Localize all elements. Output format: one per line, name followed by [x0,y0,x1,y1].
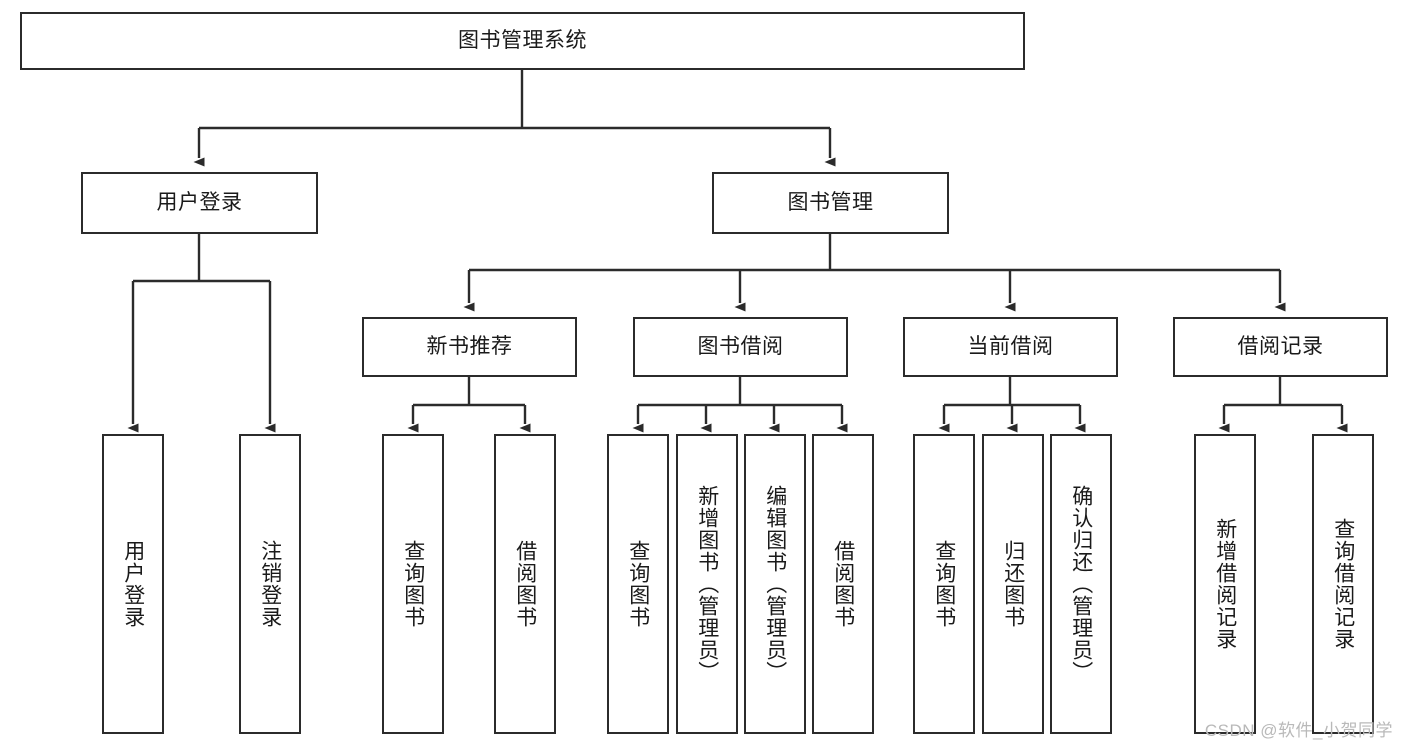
leaf-borrow-edit-book[interactable]: 编辑图书（管理员） [744,434,806,734]
leaf-borrow-query-book-label: 查询图书 [626,540,650,628]
node-book-management[interactable]: 图书管理 [712,172,949,234]
leaf-record-add-record[interactable]: 新增借阅记录 [1194,434,1256,734]
leaf-current-confirm-return[interactable]: 确认归还（管理员） [1050,434,1112,734]
node-user-login[interactable]: 用户登录 [81,172,318,234]
node-book-borrow[interactable]: 图书借阅 [633,317,848,377]
node-current-borrow-label: 当前借阅 [967,334,1054,358]
node-root[interactable]: 图书管理系统 [20,12,1025,70]
node-root-label: 图书管理系统 [458,28,587,52]
leaf-current-confirm-return-label: 确认归还（管理员） [1069,485,1093,683]
leaf-newbook-query-book-label: 查询图书 [401,540,425,628]
leaf-record-add-record-label: 新增借阅记录 [1213,518,1237,650]
node-book-management-label: 图书管理 [787,190,874,214]
leaf-newbook-borrow-book[interactable]: 借阅图书 [494,434,556,734]
leaf-newbook-query-book[interactable]: 查询图书 [382,434,444,734]
leaf-borrow-add-book[interactable]: 新增图书（管理员） [676,434,738,734]
leaf-borrow-add-book-label: 新增图书（管理员） [695,485,719,683]
leaf-borrow-borrow-book-label: 借阅图书 [831,540,855,628]
leaf-current-query-book[interactable]: 查询图书 [913,434,975,734]
leaf-current-return-book-label: 归还图书 [1001,540,1025,628]
csdn-watermark: CSDN @软件_小贺同学 [1204,721,1393,740]
node-borrow-record[interactable]: 借阅记录 [1173,317,1388,377]
node-borrow-record-label: 借阅记录 [1237,334,1324,358]
leaf-user-logout-label: 注销登录 [258,540,282,628]
leaf-current-query-book-label: 查询图书 [932,540,956,628]
node-new-book-recommend-label: 新书推荐 [426,334,513,358]
leaf-borrow-borrow-book[interactable]: 借阅图书 [812,434,874,734]
leaf-borrow-query-book[interactable]: 查询图书 [607,434,669,734]
leaf-user-login-label: 用户登录 [121,540,145,628]
leaf-record-query-record[interactable]: 查询借阅记录 [1312,434,1374,734]
node-current-borrow[interactable]: 当前借阅 [903,317,1118,377]
leaf-user-login[interactable]: 用户登录 [102,434,164,734]
leaf-borrow-edit-book-label: 编辑图书（管理员） [763,485,787,683]
node-book-borrow-label: 图书借阅 [697,334,784,358]
leaf-current-return-book[interactable]: 归还图书 [982,434,1044,734]
leaf-record-query-record-label: 查询借阅记录 [1331,518,1355,650]
node-new-book-recommend[interactable]: 新书推荐 [362,317,577,377]
node-user-login-label: 用户登录 [156,190,243,214]
leaf-user-logout[interactable]: 注销登录 [239,434,301,734]
leaf-newbook-borrow-book-label: 借阅图书 [513,540,537,628]
